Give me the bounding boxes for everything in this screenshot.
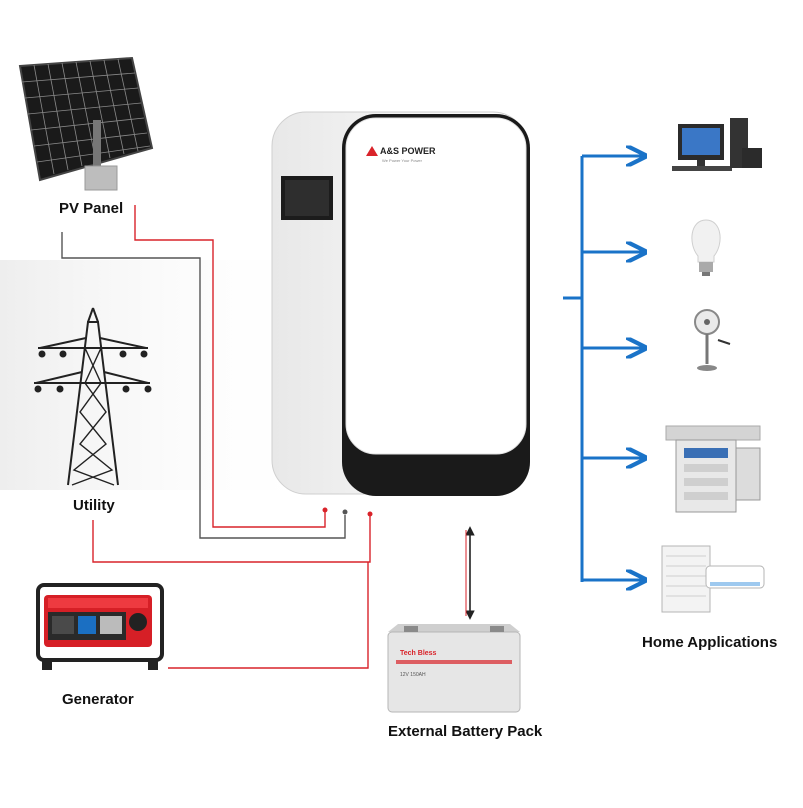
inverter-slogan: We Power Your Power xyxy=(382,158,423,163)
pv-terminal xyxy=(322,507,328,513)
battery-link-arrow xyxy=(465,526,475,620)
standing-fan-icon xyxy=(694,309,731,371)
generator-ac-wire xyxy=(168,562,369,669)
power-tower-icon xyxy=(34,307,152,486)
battery-model: 12V 150AH xyxy=(400,672,426,678)
wiring xyxy=(61,205,373,669)
ac-terminal xyxy=(367,511,373,517)
battery-pack-icon: Tech Bless 12V 150AH xyxy=(387,624,521,713)
utility-label: Utility xyxy=(73,497,115,514)
utility-ac-wire xyxy=(92,515,371,563)
output-bus xyxy=(563,156,643,582)
solar-panel-icon xyxy=(18,56,154,191)
air-conditioner-icon xyxy=(661,545,765,613)
brand-logo-icon xyxy=(366,146,378,156)
pv-terminal-gray xyxy=(342,509,348,515)
light-bulb-icon xyxy=(691,219,721,276)
generator-icon xyxy=(36,583,164,670)
battery-brand: Tech Bless xyxy=(400,650,437,657)
desktop-computer-icon xyxy=(672,118,762,171)
copier-icon xyxy=(665,425,761,513)
generator-label: Generator xyxy=(62,691,134,708)
pv-panel-label: PV Panel xyxy=(59,200,124,217)
home-applications-label: Home Applications xyxy=(642,634,778,651)
external-battery-label: External Battery Pack xyxy=(388,723,543,740)
pv-dc-wire-gray xyxy=(61,232,346,539)
inverter-cabinet: A&S POWER We Power Your Power xyxy=(271,111,530,496)
inverter-brand: A&S POWER xyxy=(380,146,436,156)
pv-dc-wire-red xyxy=(134,205,326,528)
